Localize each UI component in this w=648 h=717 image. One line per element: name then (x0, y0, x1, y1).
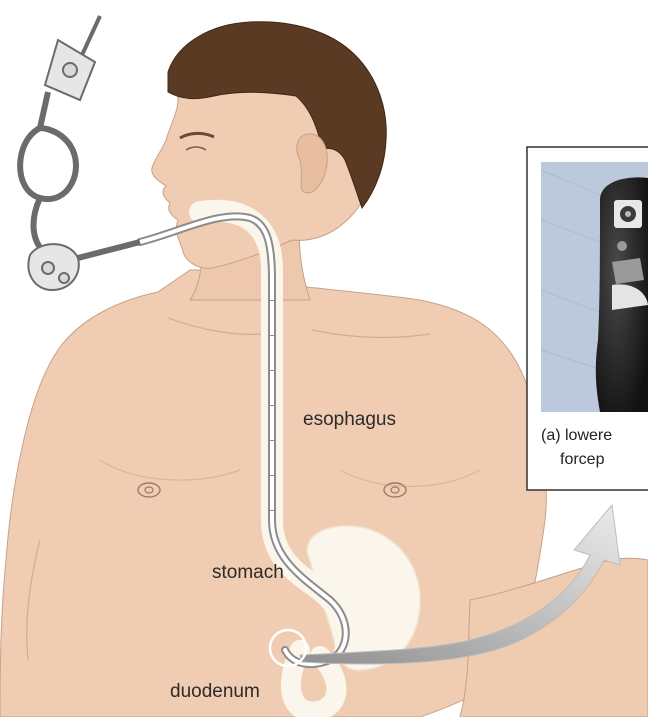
photo-caption-line2: forcep (527, 448, 648, 472)
photo-caption: (a) lowere forcep (527, 424, 648, 490)
label-stomach: stomach (212, 562, 284, 583)
endoscope-handle (20, 16, 140, 290)
label-esophagus: esophagus (303, 409, 396, 430)
photo-caption-line1: (a) lowere (527, 424, 648, 448)
label-duodenum: duodenum (170, 681, 260, 702)
